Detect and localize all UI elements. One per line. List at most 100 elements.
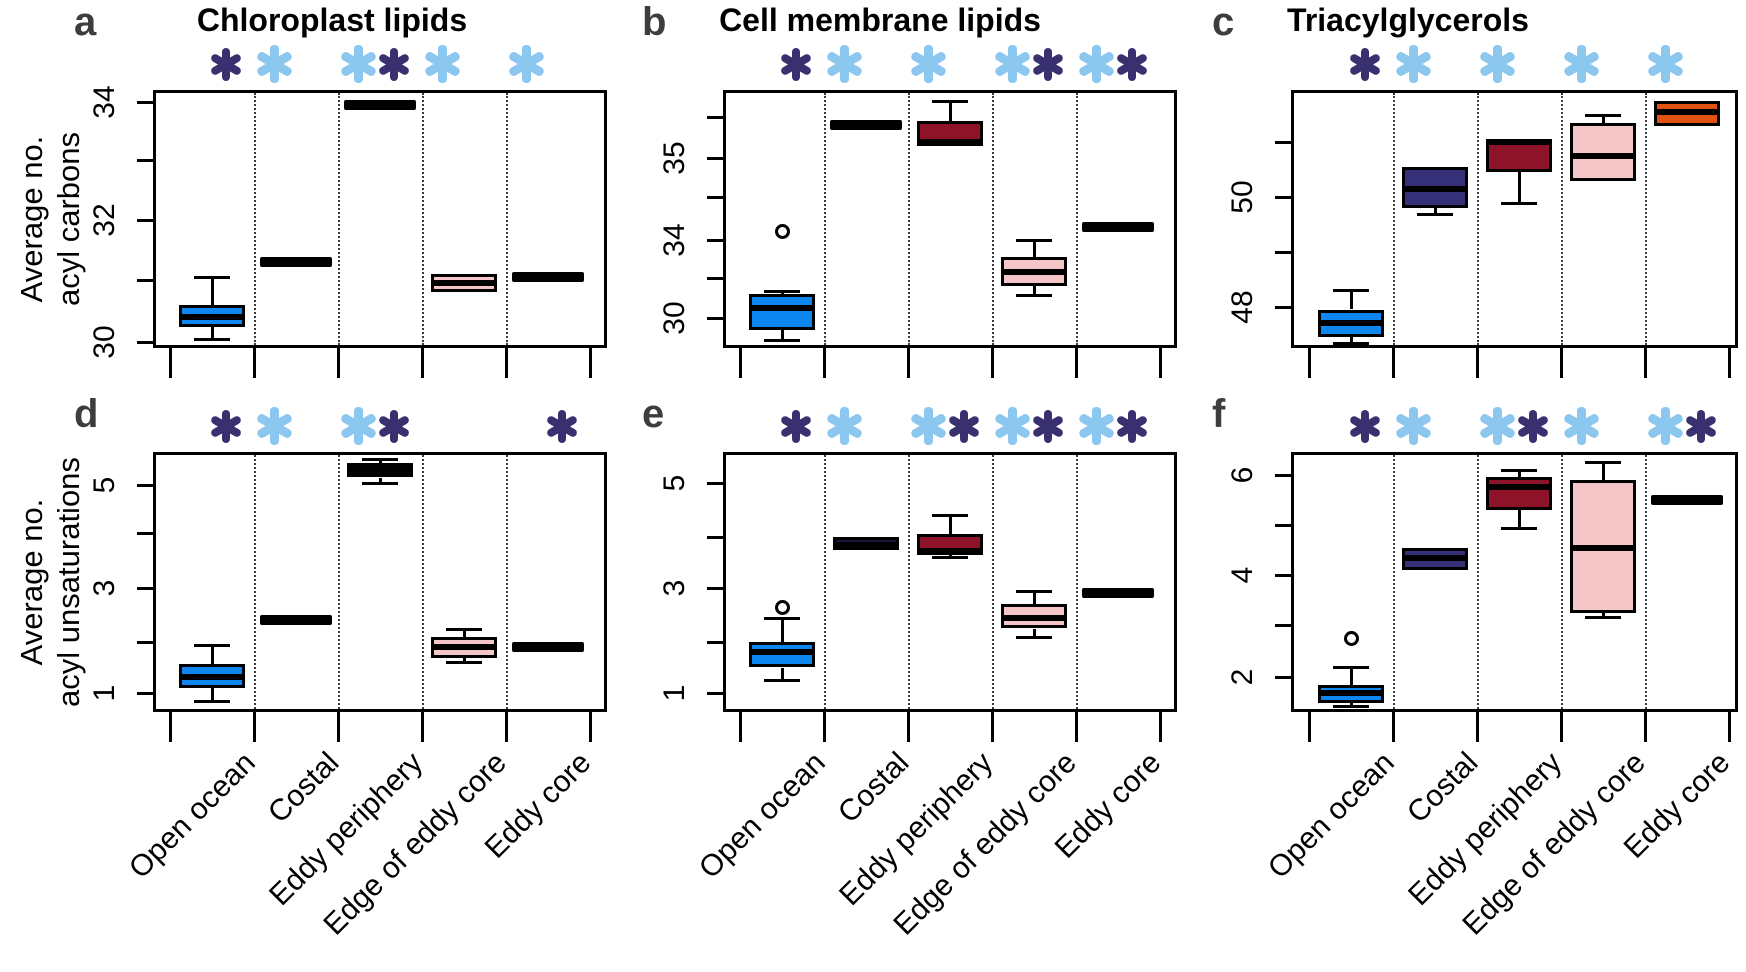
slot-separator [1076, 93, 1078, 345]
median-line [1654, 109, 1720, 115]
x-axis-tick [1392, 348, 1395, 378]
median-line [749, 649, 815, 655]
slot-separator [506, 93, 508, 345]
x-axis-tick [1728, 348, 1731, 378]
box-eddy-periphery [1486, 477, 1552, 510]
plot-area-f [1291, 452, 1738, 712]
lower-whisker-cap [194, 338, 230, 341]
upper-whisker [781, 618, 784, 642]
upper-whisker [1602, 462, 1605, 480]
panel-letter-b: b [642, 0, 667, 44]
lower-whisker [1518, 172, 1521, 202]
upper-whisker-cap [1333, 666, 1369, 669]
outlier-point [775, 224, 790, 239]
slot-separator [506, 455, 508, 709]
slot-separator [1076, 455, 1078, 709]
slot-separator [992, 455, 994, 709]
y-axis-tick [707, 482, 723, 485]
plot-area-e [723, 452, 1177, 712]
median-line [917, 139, 983, 145]
x-axis-tick [1308, 712, 1311, 742]
upper-whisker-cap [194, 276, 230, 279]
y-axis-tick [137, 101, 153, 104]
y-axis-title-line: acyl unsaturations [51, 457, 86, 707]
lower-whisker [1033, 629, 1036, 637]
median-line [431, 280, 497, 286]
x-axis-tick [589, 348, 592, 378]
x-axis-tick [505, 712, 508, 742]
x-axis-tick [505, 348, 508, 378]
panel-letter-e: e [642, 392, 665, 436]
median-line [1570, 545, 1636, 551]
upper-whisker [1033, 591, 1036, 605]
lower-whisker-cap [1417, 213, 1453, 216]
y-axis-tick [137, 341, 153, 344]
median-line [431, 644, 497, 650]
slot-separator [1645, 93, 1647, 345]
y-axis-tick-label: 30 [88, 325, 121, 359]
y-axis-tick [1275, 474, 1291, 477]
median-line [917, 548, 983, 554]
y-axis-tick [137, 279, 153, 282]
median-line [1486, 484, 1552, 490]
slot-separator [422, 93, 424, 345]
upper-whisker-cap [446, 628, 482, 631]
median-line [749, 305, 815, 311]
lower-whisker [463, 657, 466, 662]
box-edge-of-eddy-core [1570, 123, 1636, 181]
median-line [1402, 555, 1468, 561]
y-axis-tick [1275, 524, 1291, 527]
median-line [1402, 186, 1468, 192]
panel-letter-a: a [74, 0, 97, 44]
x-axis-tick [1075, 348, 1078, 378]
median-line [833, 542, 899, 548]
lower-whisker-cap [1333, 342, 1369, 345]
lower-whisker-cap [764, 339, 800, 342]
x-axis-tick [337, 712, 340, 742]
x-axis-tick [1308, 348, 1311, 378]
y-axis-tick-label: 48 [1226, 290, 1259, 324]
lower-whisker-cap [932, 556, 968, 559]
x-axis-tick [589, 712, 592, 742]
box-open-ocean [749, 294, 815, 330]
x-axis-tick [169, 348, 172, 378]
y-axis-tick [137, 484, 153, 487]
x-axis-tick [991, 348, 994, 378]
x-axis-tick [1476, 348, 1479, 378]
x-axis-tick [991, 712, 994, 742]
y-axis-tick [707, 196, 723, 199]
lower-whisker-cap [1016, 636, 1052, 639]
upper-whisker [211, 645, 214, 664]
x-axis-tick [253, 712, 256, 742]
upper-whisker [379, 459, 382, 464]
lower-whisker [1033, 286, 1036, 295]
median-line [1318, 690, 1384, 696]
lower-whisker-cap [362, 482, 398, 485]
slot-separator [1561, 93, 1563, 345]
y-axis-tick [137, 159, 153, 162]
slot-separator [1477, 455, 1479, 709]
median-line [179, 314, 245, 320]
slot-separator [1477, 93, 1479, 345]
y-axis-tick-label: 34 [658, 223, 691, 257]
x-axis-tick [1560, 712, 1563, 742]
collapsed-box-costal [830, 120, 902, 130]
slot-separator [422, 455, 424, 709]
x-axis-tick [823, 712, 826, 742]
median-line [1486, 139, 1552, 145]
plot-area-c [1291, 90, 1738, 348]
y-axis-tick-label: 32 [88, 203, 121, 237]
y-axis-title-line: acyl carbons [51, 131, 86, 307]
outlier-point [1344, 631, 1359, 646]
panel-title-b: Cell membrane lipids [719, 2, 1041, 38]
y-axis-tick-label: 5 [88, 476, 121, 494]
slot-separator [254, 455, 256, 709]
upper-whisker [1350, 667, 1353, 685]
y-axis-tick [707, 692, 723, 695]
median-line [1001, 615, 1067, 621]
y-axis-tick [1275, 624, 1291, 627]
upper-whisker-cap [1333, 289, 1369, 292]
upper-whisker-cap [1585, 114, 1621, 117]
x-axis-tick [169, 712, 172, 742]
